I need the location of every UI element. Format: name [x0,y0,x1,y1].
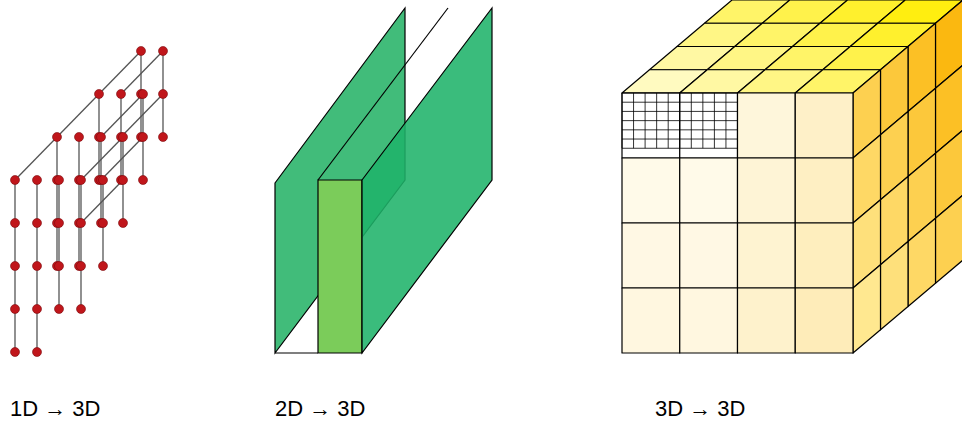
refined-grid [622,111,738,112]
lattice-point [99,262,108,271]
lattice-point [139,90,148,99]
lattice-line [80,180,81,309]
lattice-line [101,94,143,137]
lattice-point [33,262,42,271]
lattice-line [101,137,143,180]
front-cell [622,288,680,353]
lattice-point [139,133,148,142]
front-cell [795,93,853,158]
lattice-line [81,137,123,180]
refined-grid [622,148,738,149]
lattice-line [81,180,123,223]
lattice-point [55,176,64,185]
front-cell [680,288,738,353]
caption-label: 2D → 3D [275,396,365,422]
lattice-point [159,47,168,56]
front-cell [738,223,796,288]
plane-slabs [275,8,492,353]
front-cell [622,158,680,223]
lattice-point [75,133,84,142]
lattice-line [58,180,59,309]
refined-grid [622,129,738,130]
lattice-point [99,176,108,185]
lattice-point [95,90,104,99]
lattice-point [33,348,42,357]
side-cell [936,195,962,283]
lattice-line [121,51,163,94]
side-cell [908,218,936,306]
front-cell [738,288,796,353]
lattice-point [77,305,86,314]
lattice-point [55,305,64,314]
lattice-point [33,219,42,228]
voxel-cube [622,0,962,353]
lattice-point [77,219,86,228]
lattice-point [137,47,146,56]
lattice-line [15,137,57,180]
side-cell [853,265,881,353]
refined-grid [622,120,738,121]
lattice-line [78,137,79,266]
lattice-line [56,137,57,266]
lattice-point [119,133,128,142]
lattice-point [33,176,42,185]
front-cell [795,288,853,353]
lattice-point [11,176,20,185]
plane-edge [275,352,318,353]
front-cell [738,158,796,223]
lattice-point [99,219,108,228]
lattice-point [11,348,20,357]
lattice-point [77,176,86,185]
lattice-point [53,133,62,142]
lattice-line [99,51,141,94]
front-cell [738,93,796,158]
lattice-point [117,90,126,99]
refined-grid [622,139,738,140]
caption-label: 3D → 3D [655,396,745,422]
side-cell [881,242,909,330]
refined-grid [622,93,738,94]
plane-edge [318,8,448,180]
lattice-point [11,219,20,228]
lattice-point [159,90,168,99]
front-cell [680,158,738,223]
lattice-line [121,94,163,137]
lattice-point [139,176,148,185]
caption-label: 1D → 3D [10,396,100,422]
lattice-point [119,176,128,185]
front-cell [680,223,738,288]
lattice-point [119,219,128,228]
lattice-point [97,133,106,142]
front-cell [795,223,853,288]
lattice-line [57,94,99,137]
lattice-point [55,219,64,228]
lattice-point [159,133,168,142]
refined-grid [622,102,738,103]
front-face [318,180,362,353]
point-lattice [11,47,168,357]
lattice-point [33,305,42,314]
front-cell [795,158,853,223]
lattice-point [77,262,86,271]
front-cell [622,223,680,288]
lattice-point [55,262,64,271]
lattice-point [11,305,20,314]
right-plane [362,8,492,353]
lattice-point [11,262,20,271]
